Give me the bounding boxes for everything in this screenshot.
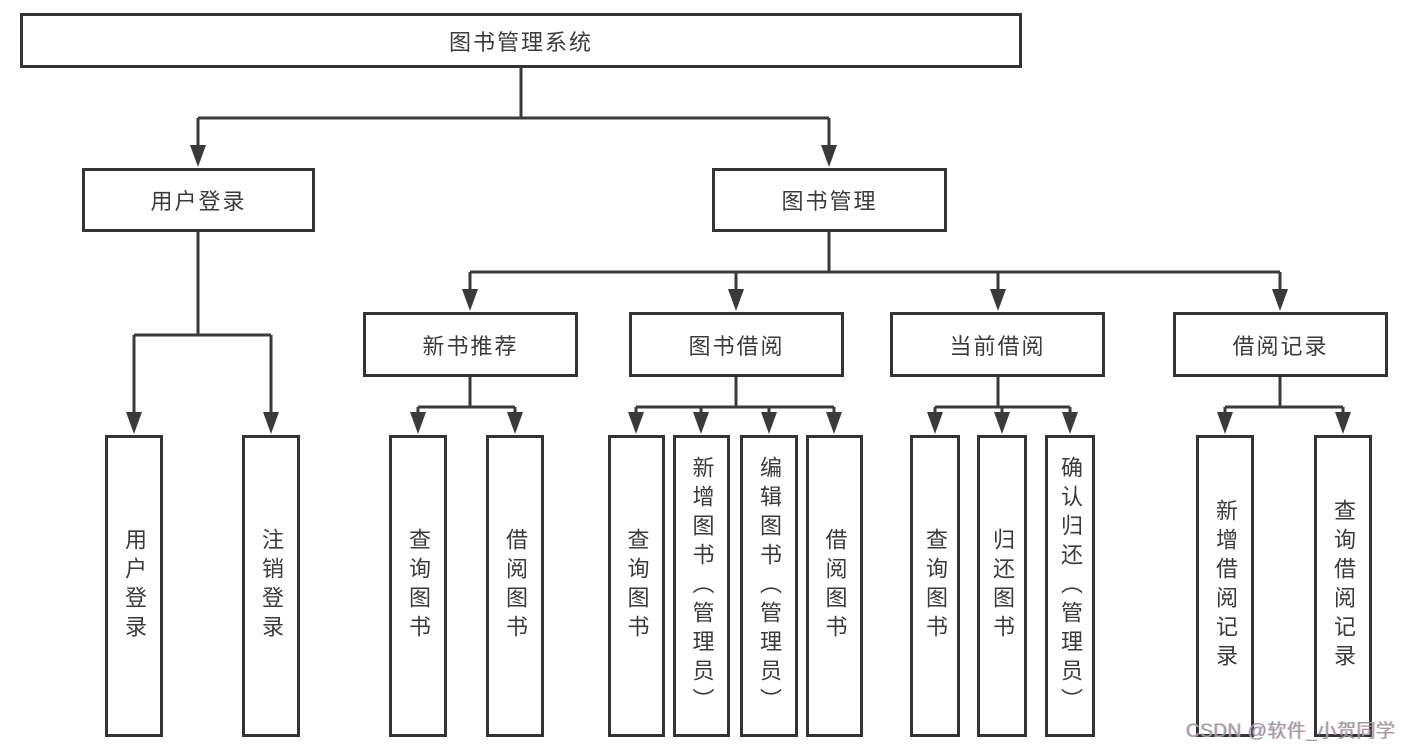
branch-node-new-book-recommend: 新书推荐	[363, 312, 578, 377]
leaf-node-logout: 注销登录	[242, 435, 300, 737]
branch-node-book-management: 图书管理	[712, 168, 947, 232]
branch-node-user-login: 用户登录	[82, 168, 315, 232]
leaf-node-add-books-admin: 新增图书（管理员）	[673, 435, 730, 737]
root-node-system: 图书管理系统	[20, 13, 1022, 68]
leaf-node-borrow-books-recommend: 借阅图书	[486, 435, 544, 737]
csdn-watermark: CSDN @软件_小贺同学	[1186, 721, 1396, 742]
leaf-node-edit-books-admin: 编辑图书（管理员）	[740, 435, 798, 737]
leaf-node-user-login: 用户登录	[105, 435, 163, 737]
leaf-node-query-books-current: 查询图书	[910, 435, 960, 737]
leaf-node-return-books: 归还图书	[977, 435, 1027, 737]
leaf-node-query-borrow-record: 查询借阅记录	[1314, 435, 1372, 737]
leaf-node-query-books-borrowing: 查询图书	[608, 435, 665, 737]
leaf-node-query-books-recommend: 查询图书	[389, 435, 447, 737]
leaf-node-add-borrow-record: 新增借阅记录	[1196, 435, 1254, 737]
leaf-node-borrow-books: 借阅图书	[806, 435, 863, 737]
branch-node-borrowing-records: 借阅记录	[1173, 312, 1388, 377]
leaf-node-confirm-return-admin: 确认归还（管理员）	[1045, 435, 1095, 737]
branch-node-book-borrowing: 图书借阅	[629, 312, 844, 377]
branch-node-current-borrowing: 当前借阅	[890, 312, 1105, 377]
